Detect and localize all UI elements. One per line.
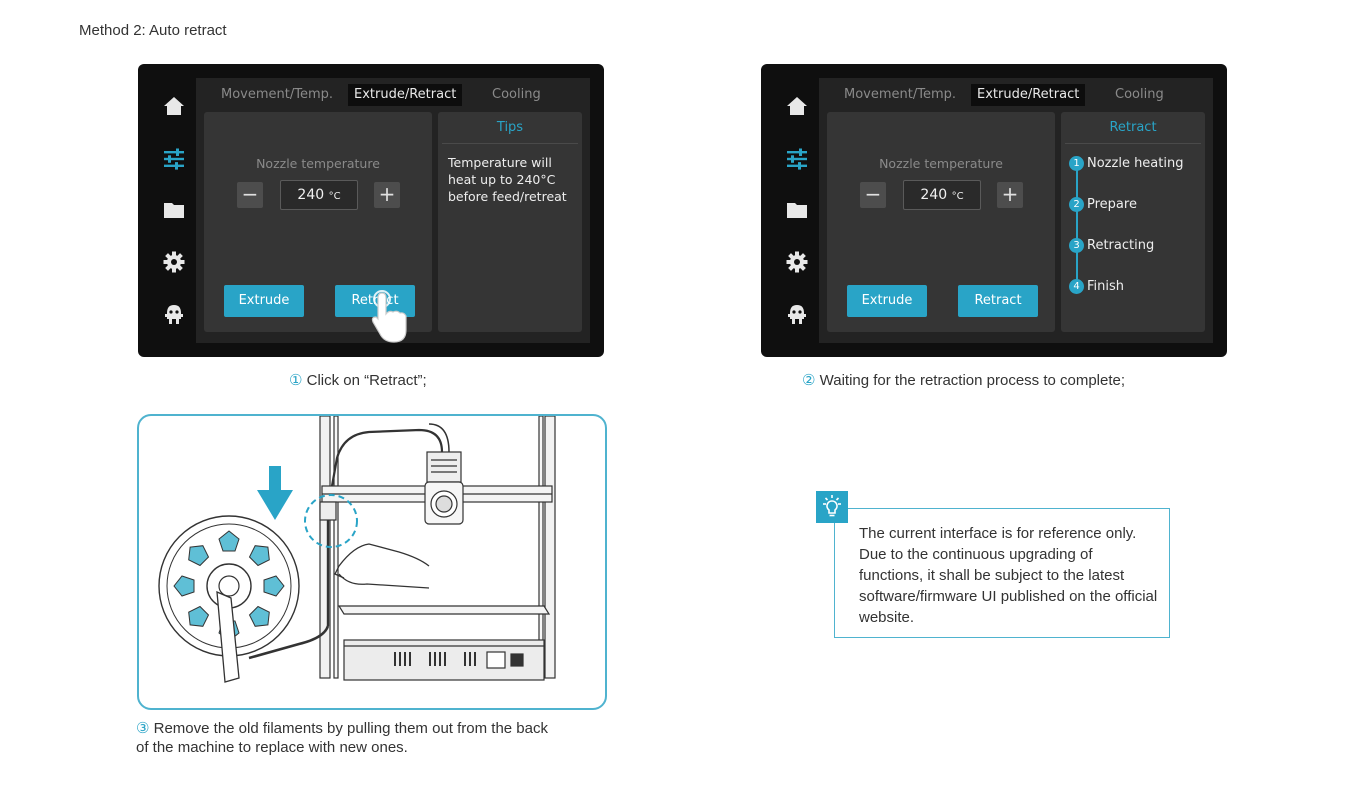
note-text: The current interface is for reference o… (859, 525, 1158, 626)
tab-movement-temp[interactable]: Movement/Temp. (221, 87, 334, 102)
temperature-card: Nozzle temperature − 240 °C + Extrude Re… (204, 112, 432, 343)
filament-spool (158, 515, 300, 683)
folder-icon[interactable] (785, 198, 809, 222)
printer-back-drawing (158, 416, 556, 683)
main-panel: Movement/Temp. Extrude/Retract Cooling N… (196, 78, 590, 343)
tips-card: Tips Temperature will heat up to 240°C b… (438, 112, 582, 332)
step-number: ① (289, 372, 303, 389)
printer-illustration (137, 414, 607, 710)
increase-temp-button[interactable]: + (997, 182, 1023, 208)
home-icon[interactable] (785, 94, 809, 118)
decrease-temp-button[interactable]: − (860, 182, 886, 208)
tips-text: Temperature will heat up to 240°C before… (448, 155, 567, 204)
step-label: Retracting (1087, 238, 1155, 253)
temperature-unit: °C (328, 191, 341, 202)
decrease-temp-button[interactable]: − (237, 182, 263, 208)
retract-divider (1065, 143, 1201, 144)
folder-icon[interactable] (162, 198, 186, 222)
increase-temp-button[interactable]: + (374, 182, 400, 208)
step-badge: 2 (1069, 197, 1084, 212)
step-number: ② (802, 372, 816, 389)
tips-title: Tips (496, 120, 524, 135)
printer-screen-extrude-retract: Movement/Temp. Extrude/Retract Cooling N… (138, 64, 604, 357)
nozzle-temperature-label: Nozzle temperature (256, 156, 380, 171)
tab-bar: Movement/Temp. Extrude/Retract Cooling (819, 78, 1213, 110)
temperature-value[interactable]: 240 °C (903, 180, 981, 210)
tab-extrude-retract[interactable]: Extrude/Retract (971, 84, 1086, 106)
temperature-card: Nozzle temperature − 240 °C + Extrude Re… (827, 112, 1055, 332)
temperature-unit: °C (951, 191, 964, 202)
step-badge: 4 (1069, 279, 1084, 294)
gear-icon[interactable] (785, 250, 809, 274)
tap-hand-icon (371, 290, 407, 343)
step-label: Nozzle heating (1087, 156, 1184, 171)
sidebar (775, 78, 819, 343)
caption-step-1: ① Click on “Retract”; (289, 371, 427, 389)
printer-screen-retract-progress: Movement/Temp. Extrude/Retract Cooling N… (761, 64, 1227, 357)
sidebar (152, 78, 196, 343)
page-heading: Method 2: Auto retract (79, 22, 227, 39)
tab-cooling[interactable]: Cooling (492, 87, 541, 102)
step-badge: 3 (1069, 238, 1084, 253)
robot-icon[interactable] (785, 302, 809, 326)
nozzle-temperature-label: Nozzle temperature (879, 156, 1003, 171)
main-panel: Movement/Temp. Extrude/Retract Cooling N… (819, 78, 1213, 343)
tab-extrude-retract[interactable]: Extrude/Retract (348, 84, 463, 106)
tips-divider (442, 143, 578, 144)
caption-step-2: ② Waiting for the retraction process to … (802, 371, 1125, 389)
caption-text-line-2: of the machine to replace with new ones. (136, 739, 408, 756)
sliders-icon[interactable] (785, 147, 809, 171)
extrude-button[interactable]: Extrude (847, 285, 927, 317)
temperature-value[interactable]: 240 °C (280, 180, 358, 210)
temperature-number: 240 (297, 187, 325, 203)
step-label: Finish (1087, 279, 1125, 294)
retract-button[interactable]: Retract (958, 285, 1038, 317)
temperature-number: 240 (920, 187, 948, 203)
tab-bar: Movement/Temp. Extrude/Retract Cooling (196, 78, 590, 110)
progress-line (1076, 160, 1078, 286)
robot-icon[interactable] (162, 302, 186, 326)
step-number: ③ (136, 720, 150, 737)
tab-movement-temp[interactable]: Movement/Temp. (844, 87, 957, 102)
reference-note: The current interface is for reference o… (834, 508, 1170, 638)
tab-cooling[interactable]: Cooling (1115, 87, 1164, 102)
retract-progress-title: Retract (1109, 120, 1157, 135)
caption-text: Click on “Retract”; (306, 372, 427, 389)
step-badge: 1 (1069, 156, 1084, 171)
home-icon[interactable] (162, 94, 186, 118)
down-arrow-icon (257, 466, 293, 520)
extrude-button[interactable]: Extrude (224, 285, 304, 317)
lightbulb-icon (816, 491, 848, 523)
sliders-icon[interactable] (162, 147, 186, 171)
gear-icon[interactable] (162, 250, 186, 274)
step-label: Prepare (1087, 197, 1137, 212)
caption-step-3: ③ Remove the old filaments by pulling th… (136, 719, 548, 757)
caption-text: Waiting for the retraction process to co… (819, 372, 1126, 389)
caption-text-line-1: Remove the old filaments by pulling them… (153, 720, 548, 737)
